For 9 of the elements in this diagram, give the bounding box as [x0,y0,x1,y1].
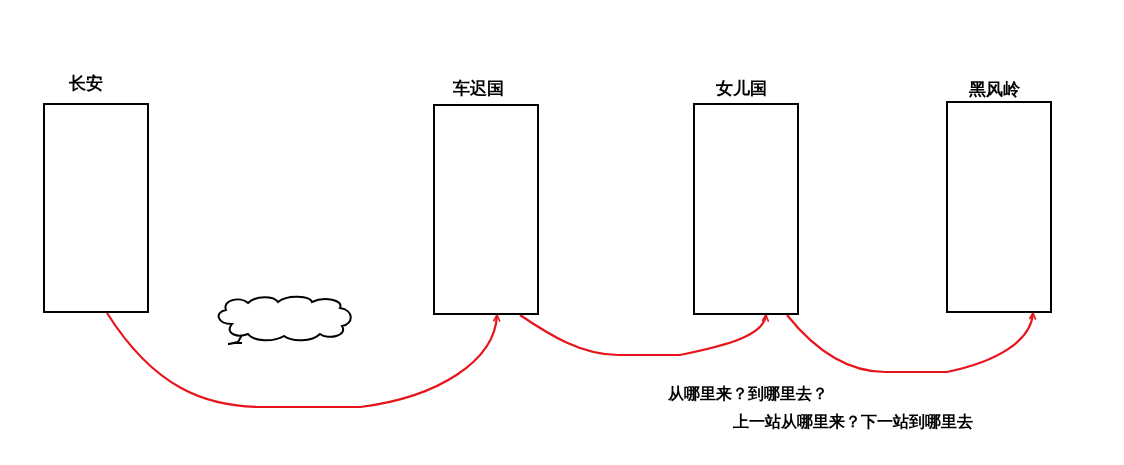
box-heading: 黑风岭 [969,79,1020,99]
box-heading: 女儿国 [716,78,767,98]
box-heading: 长安 [69,73,103,93]
arrow [786,312,1036,374]
arrow [106,312,501,409]
arrow [519,314,769,357]
box-heading: 车迟国 [453,78,504,98]
note-text: 从哪里来？到哪里去？ [668,384,828,404]
note-text: 上一站从哪里来？下一站到哪里去 [733,412,973,432]
